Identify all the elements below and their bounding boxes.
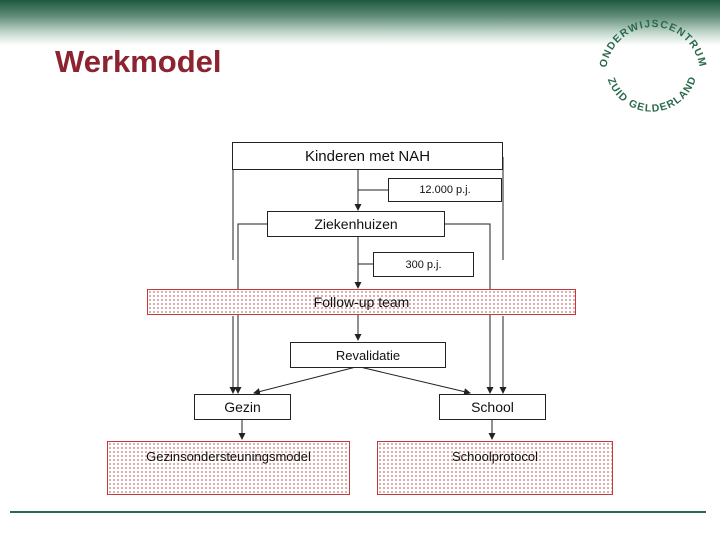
node-schoolprotocol: Schoolprotocol [377, 441, 613, 495]
onderwijscentrum-logo: ONDERWIJSCENTRUM ZUID GELDERLAND [597, 18, 707, 115]
node-count-12000-label: 12.000 p.j. [419, 184, 471, 196]
node-revalidatie: Revalidatie [290, 342, 446, 368]
header-gradient-bar [0, 0, 720, 45]
node-gezin-label: Gezin [224, 399, 261, 415]
node-school: School [439, 394, 546, 420]
node-ziekenhuizen-label: Ziekenhuizen [314, 216, 398, 232]
node-revalidatie-label: Revalidatie [335, 347, 401, 363]
slide-title: Werkmodel [55, 44, 222, 79]
node-school-label: School [471, 399, 514, 415]
node-count-12000: 12.000 p.j. [388, 178, 502, 202]
connector-ziekenhuizen-gezin [234, 223, 267, 394]
connector-revalidatie-school [359, 366, 471, 396]
node-schoolprotocol-label: Schoolprotocol [452, 449, 538, 464]
connector-revalidatie-gezin [253, 366, 357, 395]
node-kinderen-label: Kinderen met NAH [304, 147, 431, 165]
node-count-300-label: 300 p.j. [405, 258, 442, 271]
node-followup-label: Follow-up team [313, 294, 410, 310]
node-follow-up-team: Follow-up team [147, 289, 576, 315]
node-ziekenhuizen: Ziekenhuizen [267, 211, 445, 237]
node-gezin: Gezin [194, 394, 291, 420]
node-kinderen-met-nah: Kinderen met NAH [232, 142, 503, 170]
connector-ziekenhuizen-school [445, 223, 494, 394]
footer-divider [10, 511, 706, 513]
node-gezinsondersteuningsmodel: Gezinsondersteuningsmodel [107, 441, 350, 495]
node-gezinsondersteuning-label: Gezinsondersteuningsmodel [146, 449, 311, 464]
node-count-300: 300 p.j. [373, 252, 474, 277]
